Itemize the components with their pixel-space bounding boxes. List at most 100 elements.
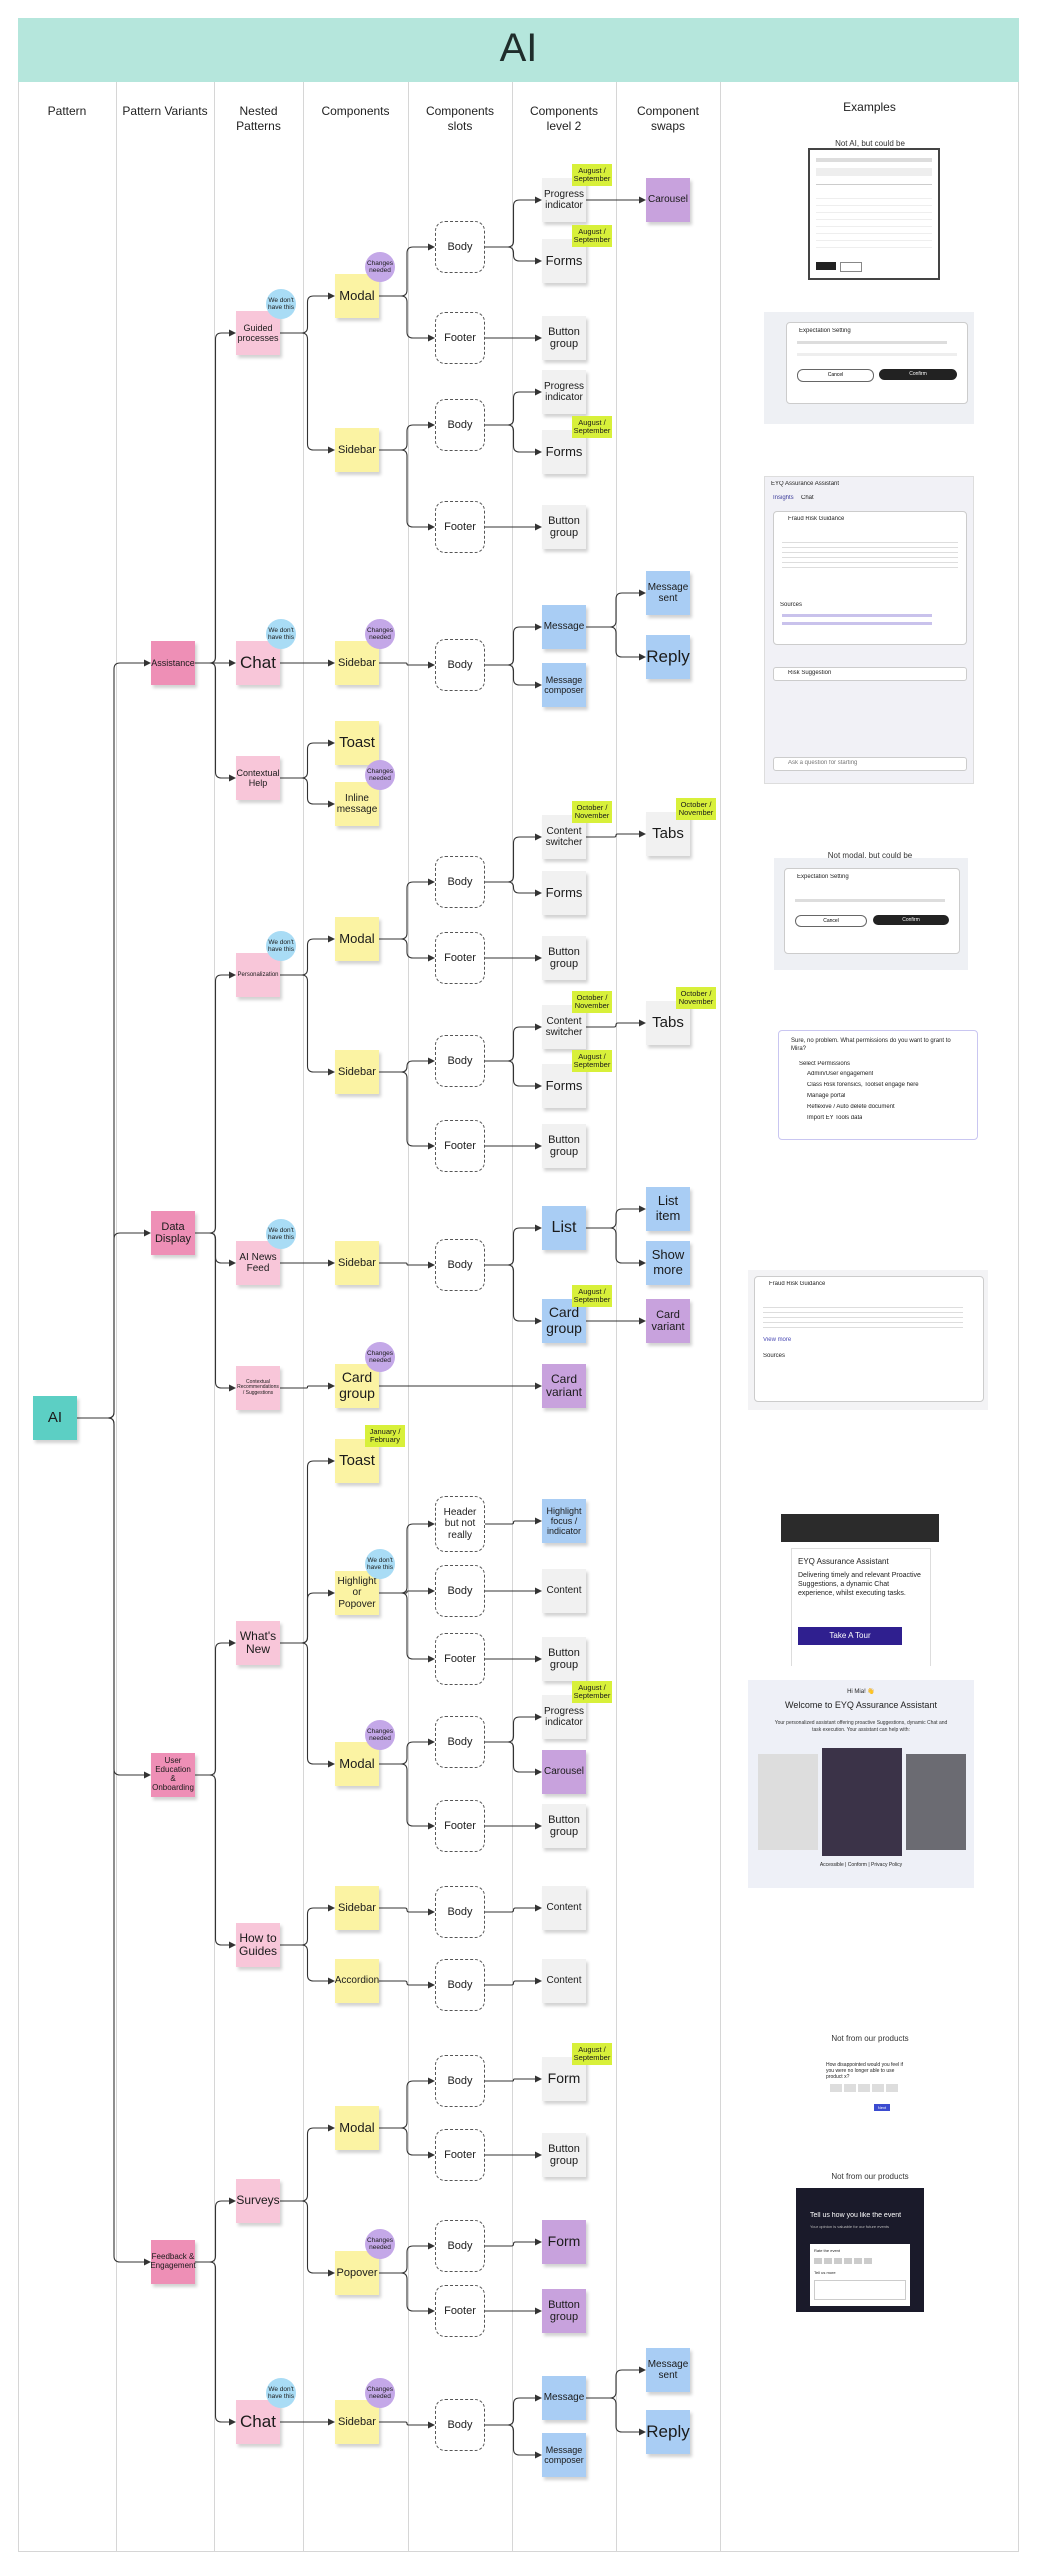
slot-body-label: Body — [447, 1978, 473, 1991]
swap-carousel-label: Carousel — [647, 194, 689, 206]
slot-footer: Footer — [435, 501, 485, 553]
slot-footer: Footer — [435, 1633, 485, 1685]
level2-card-variant: Card variant — [542, 1364, 586, 1408]
connector-arrow — [195, 662, 236, 782]
connector-arrow — [280, 1904, 335, 1946]
slot-body-label: Body — [447, 658, 473, 671]
timeline-tag: August / September — [572, 1050, 612, 1072]
slot-footer-label: Footer — [444, 331, 476, 344]
component-sidebar-label: Sidebar — [338, 2415, 376, 2428]
slot-body-label: Body — [447, 2418, 473, 2431]
component-inline-message: Inline message — [335, 782, 379, 826]
nested-contextual-help-label: Contextual Help — [236, 767, 280, 788]
connector-arrow — [379, 1592, 435, 1663]
slot-body: Body — [435, 1035, 485, 1087]
slot-footer-label: Footer — [444, 2148, 476, 2161]
connector-arrow — [485, 2424, 542, 2459]
column-divider — [616, 82, 617, 2552]
level2-content-switcher-label: Content switcher — [545, 825, 583, 848]
level2-progress-indicator: Progress indicator — [542, 370, 586, 414]
connector-arrow — [379, 2421, 435, 2429]
column-header-text: Components level 2 — [529, 104, 599, 133]
component-modal-label: Modal — [339, 1755, 375, 1771]
level2-form: Form — [542, 2220, 586, 2264]
slot-body-label: Body — [447, 1054, 473, 1067]
level2-message-label: Message — [543, 621, 585, 633]
changes-needed-badge: Changes needed — [365, 619, 395, 649]
level2-button-group-label: Button group — [548, 1813, 580, 1838]
connector-arrow — [485, 2394, 542, 2426]
pattern-ai-label: AI — [47, 1408, 63, 1426]
page-title: AI — [499, 26, 538, 70]
slot-footer-label: Footer — [444, 951, 476, 964]
component-sidebar-label: Sidebar — [338, 656, 376, 669]
component-modal: Modal — [335, 274, 379, 318]
connector-arrow — [280, 2200, 335, 2277]
nested-ai-news-feed-label: AI News Feed — [239, 1251, 277, 1274]
component-sidebar: Sidebar — [335, 2400, 379, 2444]
slot-body-label: Body — [447, 2239, 473, 2252]
changes-needed-badge: Changes needed — [365, 2229, 395, 2259]
title-banner: AI — [18, 18, 1019, 82]
connector-arrow — [195, 1774, 236, 1949]
slot-body: Body — [435, 221, 485, 273]
level2-form-label: Form — [547, 2233, 581, 2250]
connector-arrow — [280, 974, 335, 1076]
level2-forms-label: Forms — [545, 252, 583, 268]
level2-forms-label: Forms — [545, 443, 583, 459]
component-card-group-label: Card group — [339, 1369, 375, 1401]
connector-arrow — [379, 878, 435, 940]
level2-button-group-label: Button group — [548, 2142, 580, 2167]
slot-body: Body — [435, 2220, 485, 2272]
connector-arrow — [195, 1232, 236, 1392]
connector-arrow — [77, 1417, 151, 2266]
level2-card-variant-label: Card variant — [545, 1371, 583, 1399]
connector-arrow — [280, 777, 335, 808]
changes-needed-badge: Changes needed — [365, 1720, 395, 1750]
slot-footer: Footer — [435, 312, 485, 364]
timeline-tag: August / September — [572, 2043, 612, 2065]
connector-arrow — [379, 421, 435, 451]
nested-surveys-label: Surveys — [236, 2193, 280, 2208]
variant-data-display: Data Display — [151, 1211, 195, 1255]
nested-recommendations: Contextual Recommendations / Suggestions — [236, 1366, 280, 1410]
slot-body: Body — [435, 1959, 485, 2011]
slot-body: Body — [435, 639, 485, 691]
level2-progress-indicator-label: Progress indicator — [544, 188, 585, 211]
swap-reply-label: Reply — [646, 647, 690, 667]
component-popover: Popover — [335, 2251, 379, 2295]
swap-show-more-label: Show more — [651, 1247, 685, 1277]
slot-body: Body — [435, 1239, 485, 1291]
column-header: Pattern — [47, 104, 87, 118]
slot-footer-label: Footer — [444, 520, 476, 533]
changes-needed-badge: Changes needed — [365, 252, 395, 282]
slot-footer: Footer — [435, 2129, 485, 2181]
column-header-text: Nested Patterns — [236, 104, 281, 133]
slot-body: Body — [435, 399, 485, 451]
slot-header-label: Header but not really — [443, 1506, 477, 1541]
connector-arrow — [280, 739, 335, 779]
nested-how-to-guides-label: How to Guides — [238, 1930, 278, 1958]
level2-forms-label: Forms — [545, 884, 583, 900]
component-modal-label: Modal — [339, 930, 375, 946]
component-sidebar: Sidebar — [335, 641, 379, 685]
level2-button-group: Button group — [542, 1124, 586, 1168]
connector-arrow — [485, 833, 542, 883]
nested-chat-feedback-label: Chat — [240, 2412, 276, 2432]
connector-arrow — [379, 2127, 435, 2159]
connector-arrow — [379, 1907, 435, 1916]
level2-progress-indicator-label: Progress indicator — [544, 380, 585, 403]
missing-badge: We don't have this — [365, 1549, 395, 1579]
nested-how-to-guides: How to Guides — [236, 1923, 280, 1967]
level2-progress-indicator: Progress indicator — [542, 1695, 586, 1739]
slot-body-label: Body — [447, 875, 473, 888]
connector-arrow — [195, 1639, 236, 1776]
pattern-ai: AI — [33, 1396, 77, 1440]
slot-body: Body — [435, 1886, 485, 1938]
component-toast-label: Toast — [339, 733, 375, 751]
slot-footer-label: Footer — [444, 2304, 476, 2317]
connector-arrow — [485, 1977, 542, 1986]
swap-message-sent: Message sent — [646, 2348, 690, 2392]
component-accordion: Accordion — [335, 1959, 379, 2003]
nested-personalization: Personalization — [236, 953, 280, 997]
